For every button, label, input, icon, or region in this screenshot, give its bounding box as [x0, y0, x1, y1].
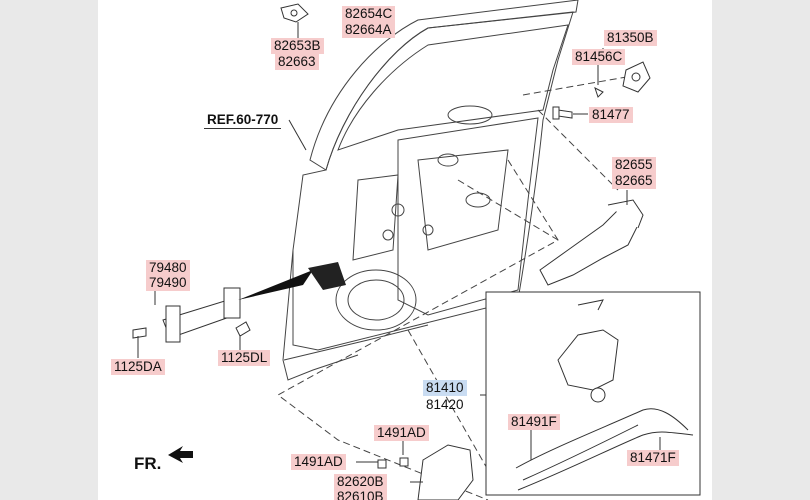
label-82663: 82663	[275, 54, 319, 70]
parts-diagram: 82654C 82664A 82653B 82663 81350B 81456C…	[98, 0, 712, 500]
label-81410: 81410	[423, 380, 467, 396]
part-81477-bolt	[557, 109, 573, 119]
front-arrow	[168, 446, 193, 463]
cable-81491F	[515, 408, 689, 469]
part-81410-latch	[557, 329, 619, 391]
front-direction-label: FR.	[134, 454, 162, 473]
part-1125DL-bolt	[235, 321, 251, 337]
label-81456C: 81456C	[572, 49, 626, 65]
label-81420: 81420	[426, 397, 464, 412]
label-1491AD-upper: 1491AD	[374, 425, 429, 441]
label-82665: 82665	[612, 173, 656, 189]
part-82620B-actuator	[417, 444, 474, 500]
label-82655: 82655	[612, 157, 656, 173]
label-ref-60-770: REF.60-770	[204, 112, 282, 129]
label-1125DL: 1125DL	[218, 350, 271, 366]
window-opening	[337, 24, 569, 151]
label-82664A: 82664A	[342, 22, 395, 38]
label-82620B: 82620B	[334, 474, 387, 490]
label-81477: 81477	[589, 107, 633, 123]
part-1125DA-bolt	[132, 327, 147, 339]
label-79480: 79480	[146, 260, 190, 276]
label-82653B: 82653B	[271, 38, 324, 54]
part-82655-handle	[539, 204, 639, 286]
label-82610B: 82610B	[334, 489, 387, 500]
label-81491F: 81491F	[508, 414, 560, 430]
label-82654C: 82654C	[342, 6, 396, 22]
left-margin	[0, 0, 98, 500]
label-1125DA: 1125DA	[111, 359, 165, 375]
label-1491AD-lower: 1491AD	[291, 454, 346, 470]
label-81471F: 81471F	[627, 450, 679, 466]
label-81350B: 81350B	[604, 30, 657, 46]
pointer-arrow	[238, 270, 313, 300]
cable-81471F	[517, 431, 694, 491]
right-margin	[712, 0, 810, 500]
label-79490: 79490	[146, 275, 190, 291]
